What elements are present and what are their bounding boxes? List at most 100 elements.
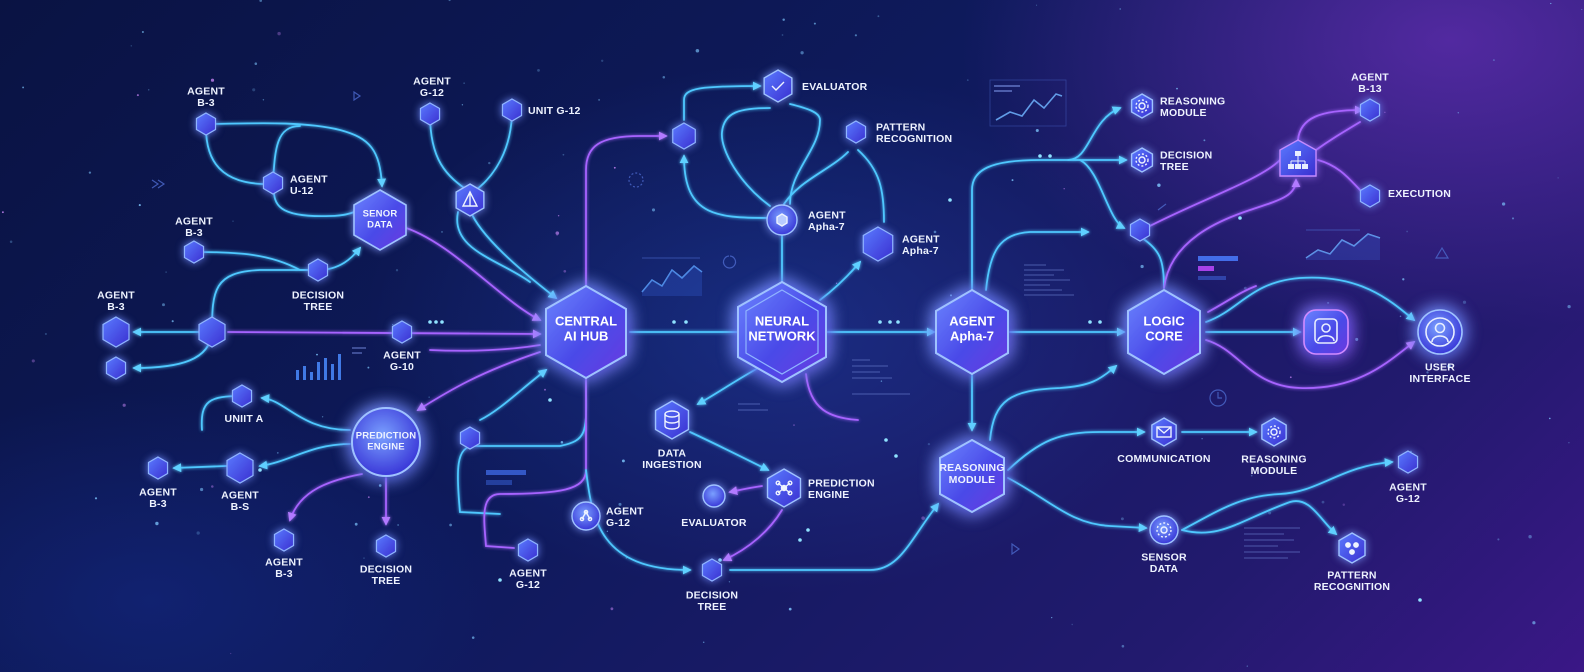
reasoning-module-br-node[interactable]: [1261, 417, 1287, 447]
edge: [475, 109, 513, 191]
central-hub-small-node[interactable]: [455, 183, 485, 217]
edge: [1181, 458, 1394, 531]
pattern-recognition-br-node[interactable]: [1338, 532, 1366, 564]
execution-label: EXECUTION: [1388, 188, 1451, 200]
edge: [429, 344, 541, 352]
agent-g10-node[interactable]: [391, 320, 413, 344]
flow-dot: [428, 320, 432, 324]
decision-tree-bottom-node[interactable]: [701, 558, 723, 582]
edge: [260, 394, 351, 431]
evaluator-mid-node[interactable]: [702, 484, 726, 508]
user-node[interactable]: [1303, 309, 1349, 355]
communication-node[interactable]: [1151, 417, 1177, 447]
edge: [227, 329, 542, 339]
agent-bs-node[interactable]: [226, 452, 254, 484]
uniit-a-label: UNIIT A: [225, 413, 264, 425]
edge: [429, 113, 471, 193]
network-nodes-icon: [579, 509, 593, 522]
agent-apha7-right-node[interactable]: [862, 226, 894, 262]
edge: [479, 368, 548, 421]
evaluator-top-label: EVALUATOR: [802, 81, 868, 93]
sensor-data-node[interactable]: [1149, 515, 1179, 545]
edge: [989, 364, 1118, 441]
edge: [689, 431, 770, 471]
prediction-engine-mid-node[interactable]: [766, 468, 802, 508]
agent-b3-left-2-node[interactable]: [105, 356, 127, 380]
hierarchy-node[interactable]: [1279, 139, 1317, 177]
decision-tree-bl-node[interactable]: [375, 534, 397, 558]
evaluator-hex-node[interactable]: [672, 122, 696, 150]
data-ingestion-node[interactable]: [654, 400, 690, 440]
edge: [1181, 500, 1338, 536]
edge: [1205, 276, 1416, 323]
bar-chart-left: [296, 347, 366, 380]
edge: [1207, 285, 1257, 313]
mail-icon: [1156, 426, 1172, 438]
agent-g12-bottom-node[interactable]: [571, 501, 601, 531]
agent-g12-top-node[interactable]: [419, 102, 441, 126]
flow-dot: [1088, 320, 1092, 324]
flow-dot: [434, 320, 438, 324]
flow-dot: [718, 558, 722, 562]
edge: [205, 122, 387, 188]
agent-u12-node[interactable]: [262, 171, 284, 195]
decorative-glyphs: [151, 90, 1450, 556]
mini-chart-top: [989, 79, 1067, 127]
evaluator-top-node[interactable]: [763, 69, 793, 103]
agent-b3-bottom-node[interactable]: [273, 528, 295, 552]
logic-small-node[interactable]: [1129, 218, 1151, 242]
agent-g12-lower-node[interactable]: [517, 538, 539, 562]
progress-bars-right: [1198, 256, 1238, 280]
uniit-a-node[interactable]: [231, 384, 253, 408]
agent-b3-top-node[interactable]: [195, 112, 217, 136]
unit-g12-node[interactable]: [501, 98, 523, 122]
evaluator-mid-label: EVALUATOR: [681, 517, 747, 529]
agent-apha7-small-node[interactable]: [766, 204, 798, 236]
flow-dot: [888, 320, 892, 324]
decision-tree-right-node[interactable]: [1130, 147, 1154, 173]
agent-g12-right-node[interactable]: [1397, 450, 1419, 474]
edge: [722, 509, 783, 562]
agent-b3-bl-node[interactable]: [147, 456, 169, 480]
hub-small-left-node[interactable]: [198, 316, 226, 348]
flow-dot: [1238, 216, 1242, 220]
gear-icon: [1135, 99, 1149, 113]
edge: [193, 251, 319, 271]
hierarchy-icon: [1288, 151, 1308, 169]
user-interface-node[interactable]: [1417, 309, 1463, 355]
reasoning-module-top-node[interactable]: [1130, 93, 1154, 119]
agent-b3-left-node[interactable]: [102, 316, 130, 348]
unit-g12-label: UNIT G-12: [528, 105, 581, 117]
edge: [1297, 105, 1364, 141]
hub-small-bottom-node[interactable]: [459, 426, 481, 450]
execution-node[interactable]: [1359, 184, 1381, 208]
agent-b3-mid-node[interactable]: [183, 240, 205, 264]
flow-dot: [1048, 154, 1052, 158]
agent-b13-node[interactable]: [1359, 98, 1381, 122]
pattern-recognition-top-node[interactable]: [845, 120, 867, 144]
decision-tree-left-node[interactable]: [307, 258, 329, 282]
